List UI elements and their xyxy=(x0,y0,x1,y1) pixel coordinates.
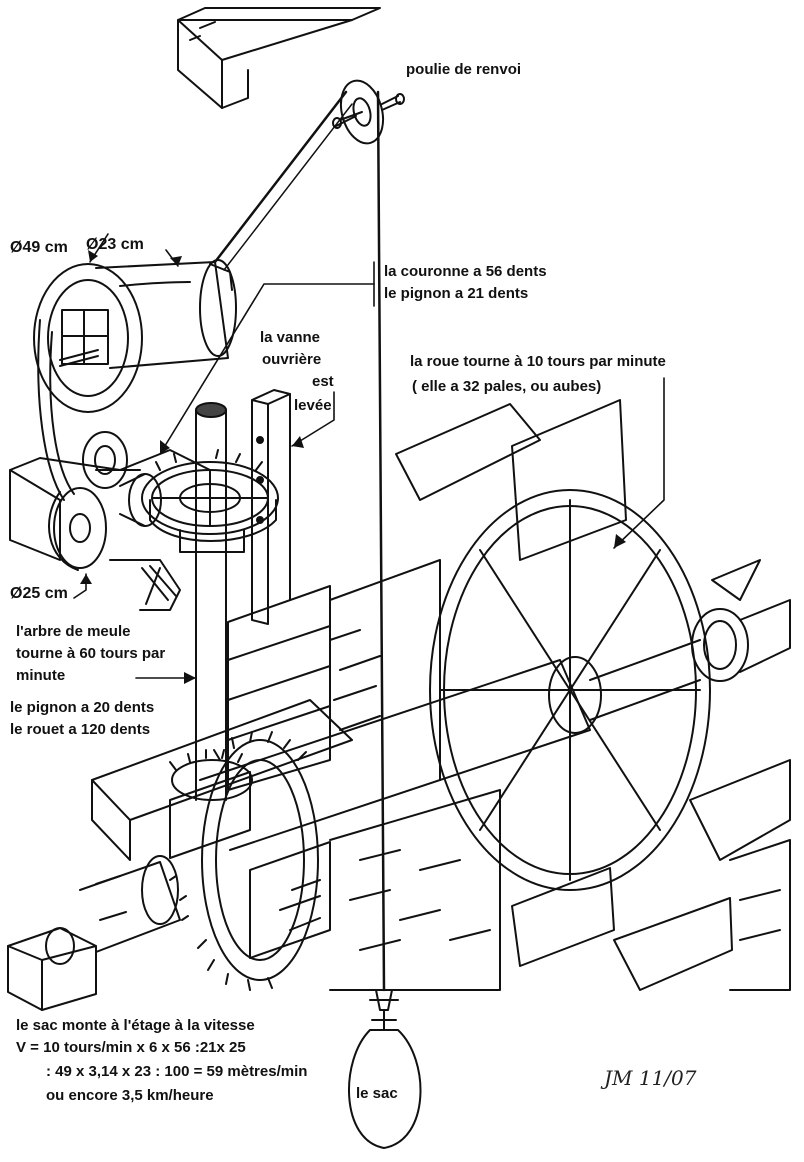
crown-gear xyxy=(119,449,279,542)
label-sack-speed-4: ou encore 3,5 km/heure xyxy=(46,1087,214,1104)
label-gate-1: la vanne xyxy=(260,329,321,346)
label-sack-speed-2: V = 10 tours/min x 6 x 56 :21x 25 xyxy=(16,1039,246,1056)
label-crown-teeth: la couronne a 56 dents xyxy=(384,263,547,280)
label-shaft-3: minute xyxy=(16,667,66,684)
spur-wheel xyxy=(169,731,319,991)
water-wheel xyxy=(429,489,761,891)
sluice-gate xyxy=(227,389,331,791)
label-sack: le sac xyxy=(356,1085,398,1102)
label-diameter-23: Ø23 cm xyxy=(86,236,144,253)
label-diameter-49: Ø49 cm xyxy=(10,239,68,256)
main-axle xyxy=(199,599,791,851)
millstone-shaft xyxy=(179,402,245,801)
paddles xyxy=(395,399,791,991)
floor-beams xyxy=(91,699,353,959)
label-pinion-20: le pignon a 20 dents xyxy=(10,699,155,716)
label-gate-2: ouvrière xyxy=(262,351,322,368)
grain-sack xyxy=(348,989,422,1149)
artist-signature: JM 11/07 xyxy=(604,1066,697,1090)
hoist-rope xyxy=(213,90,386,992)
ceiling-beam xyxy=(177,7,381,109)
lower-shaft xyxy=(7,855,189,1011)
return-pulley xyxy=(332,79,405,145)
label-wheel-speed: la roue tourne à 10 tours par minute xyxy=(410,353,666,370)
label-return-pulley: poulie de renvoi xyxy=(406,61,522,78)
annotation-arrowheads xyxy=(80,250,626,684)
label-diameter-25: Ø25 cm xyxy=(10,585,68,602)
label-shaft-1: l'arbre de meule xyxy=(16,623,131,640)
label-gate-3: est xyxy=(312,373,334,390)
label-wheel-paddles: ( elle a 32 pales, ou aubes) xyxy=(412,378,602,395)
label-shaft-2: tourne à 60 tours par xyxy=(16,645,166,662)
hoist-drum xyxy=(33,259,237,413)
label-pinion-21: le pignon a 21 dents xyxy=(384,285,529,302)
label-sack-speed-3: : 49 x 3,14 x 23 : 100 = 59 mètres/min xyxy=(46,1063,308,1080)
stone-wall xyxy=(329,559,791,991)
label-sack-speed-1: le sac monte à l'étage à la vitesse xyxy=(16,1017,255,1034)
label-spur-wheel: le rouet a 120 dents xyxy=(10,721,151,738)
belt-drive xyxy=(37,319,141,571)
label-gate-4: levée xyxy=(294,397,332,414)
annotation-leaders xyxy=(73,233,665,679)
